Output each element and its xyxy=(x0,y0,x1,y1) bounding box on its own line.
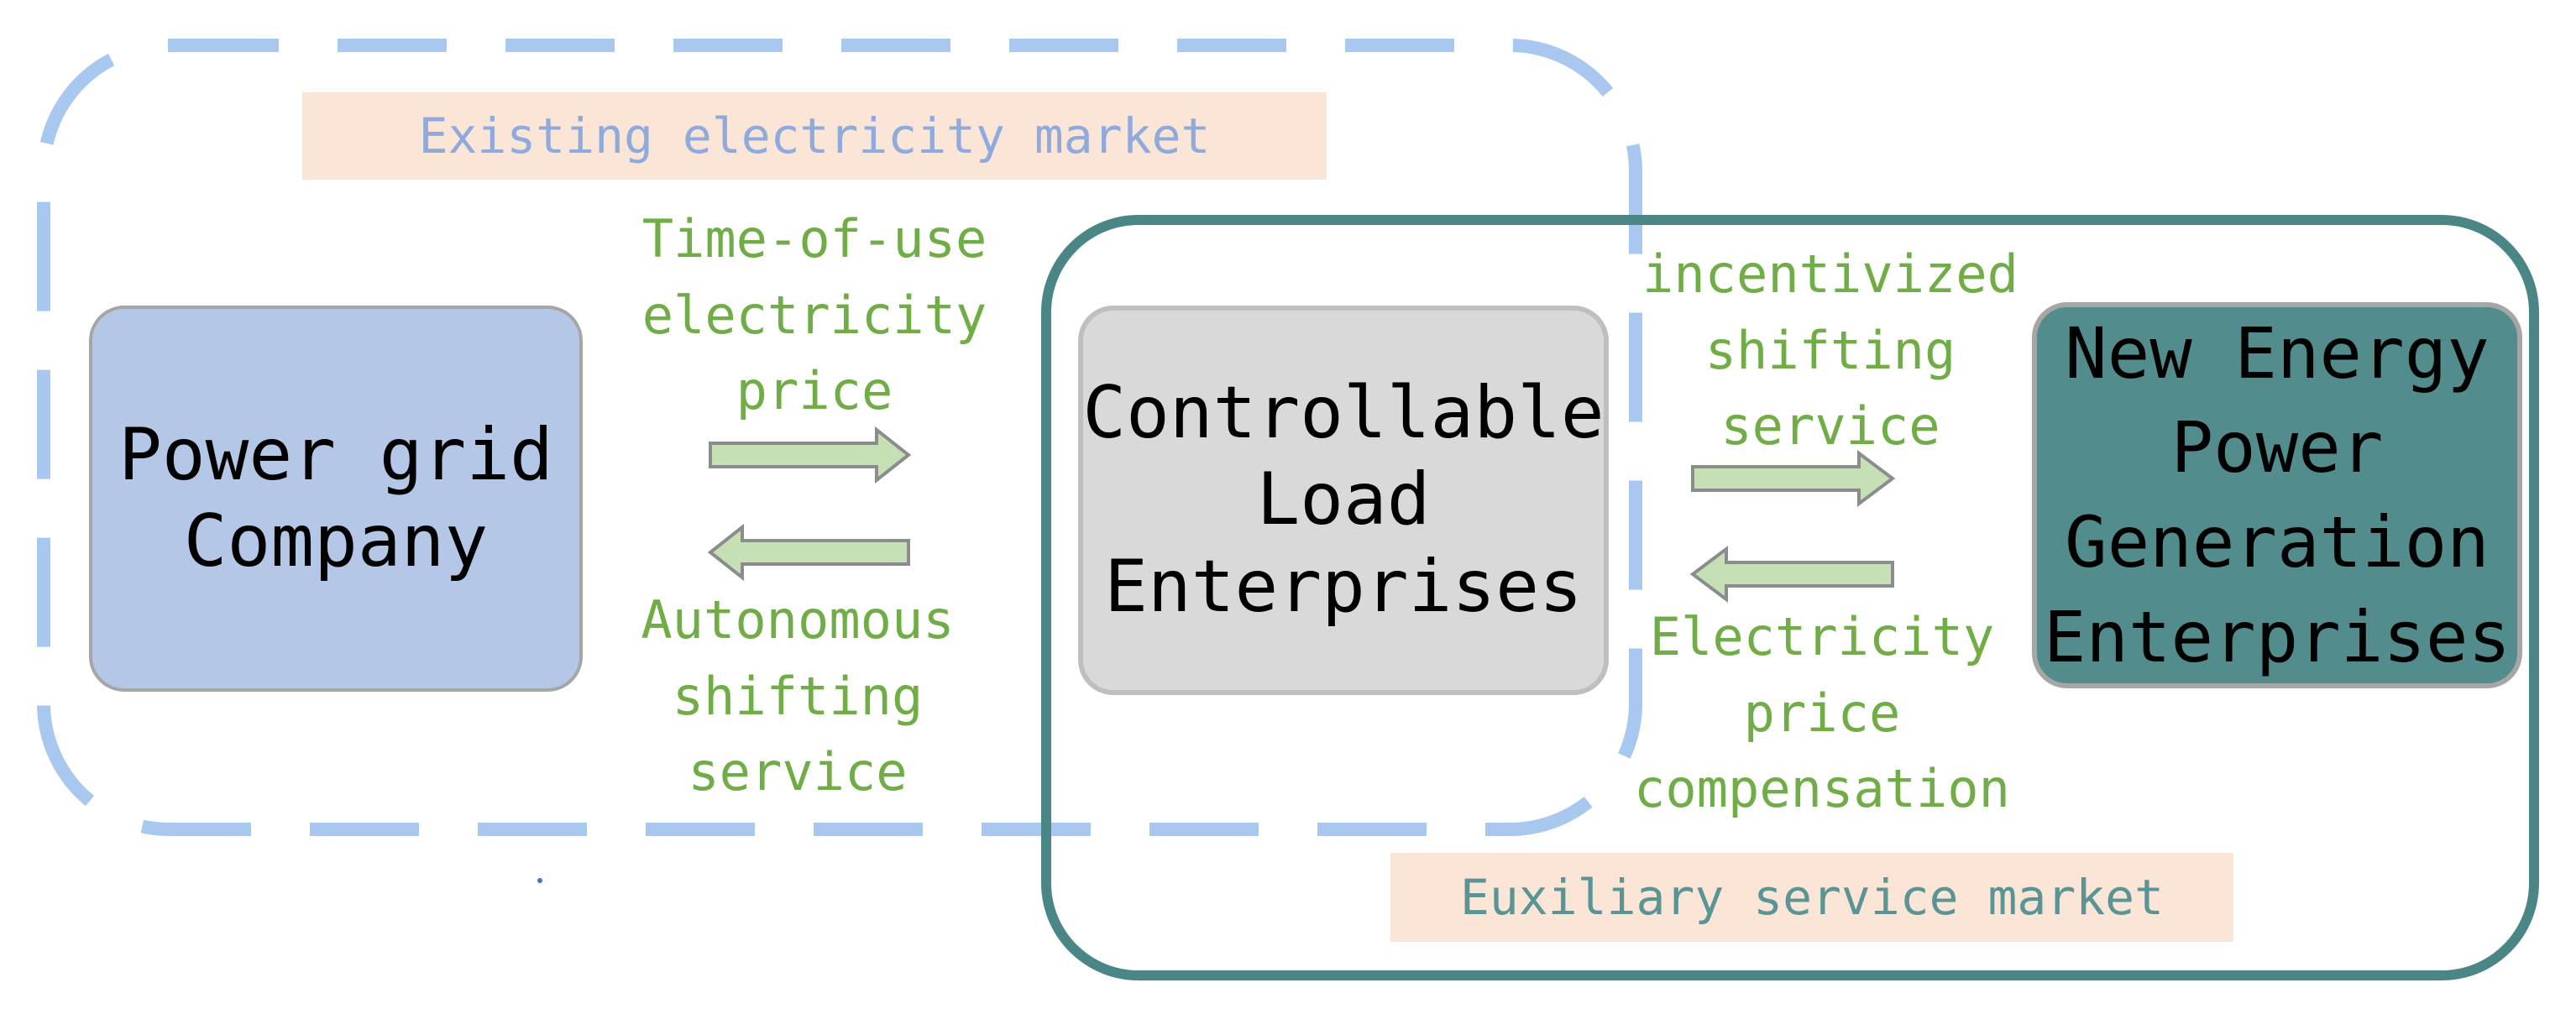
power-grid-company-node: Power grid Company xyxy=(89,306,583,692)
flow-label-line: Time-of-use xyxy=(641,208,987,269)
existing-market-label-text: Existing electricity market xyxy=(418,107,1211,165)
new-energy-enterprises-node: New Energy Power Generation Enterprises xyxy=(2032,302,2522,688)
node-label-line: Power xyxy=(2170,406,2384,489)
auxiliary-market-label-text: Euxiliary service market xyxy=(1459,869,2165,926)
flow-label-line: service xyxy=(1720,395,1940,457)
flow-label-line: shifting xyxy=(672,665,924,727)
node-label-line: New Energy xyxy=(2065,311,2490,395)
auxiliary-market-frame xyxy=(1041,215,2539,980)
flow-label-line: compensation xyxy=(1634,758,2010,820)
node-label-line: Power grid xyxy=(118,412,553,497)
time-of-use-price-label: Time-of-use electricity price xyxy=(605,201,1024,430)
time-of-use-arrow xyxy=(709,426,912,484)
incentivized-shifting-arrow xyxy=(1691,450,1896,507)
existing-market-frame xyxy=(37,39,1642,836)
flow-label-line: service xyxy=(688,741,908,803)
auxiliary-market-label: Euxiliary service market xyxy=(1390,853,2233,942)
node-label-line: Enterprises xyxy=(2043,595,2511,678)
controllable-load-enterprises-node: Controllable Load Enterprises xyxy=(1078,306,1609,695)
autonomous-shifting-arrow xyxy=(707,523,910,582)
flow-label-line: Autonomous xyxy=(641,589,955,651)
node-label-line: Controllable xyxy=(1082,371,1605,456)
existing-market-label: Existing electricity market xyxy=(302,92,1327,180)
node-label-line: Load xyxy=(1256,457,1431,542)
flow-label-line: electricity xyxy=(641,284,987,346)
price-compensation-arrow xyxy=(1689,546,1894,603)
autonomous-shifting-label: Autonomous shifting service xyxy=(588,583,1008,811)
node-label-line: Company xyxy=(183,499,489,583)
incentivized-shifting-label: incentivized shifting service xyxy=(1620,237,2040,465)
flow-label-line: shifting xyxy=(1704,319,1956,381)
stray-dot xyxy=(537,878,542,883)
price-compensation-label: Electricity price compensation xyxy=(1612,599,2032,828)
node-label-line: Generation xyxy=(2065,501,2490,583)
node-label-line: Enterprises xyxy=(1104,544,1583,629)
flow-label-line: incentivized xyxy=(1642,243,2018,305)
flow-label-line: price xyxy=(1743,682,1901,744)
flow-label-line: price xyxy=(736,360,893,422)
flow-label-line: Electricity xyxy=(1649,606,1995,667)
